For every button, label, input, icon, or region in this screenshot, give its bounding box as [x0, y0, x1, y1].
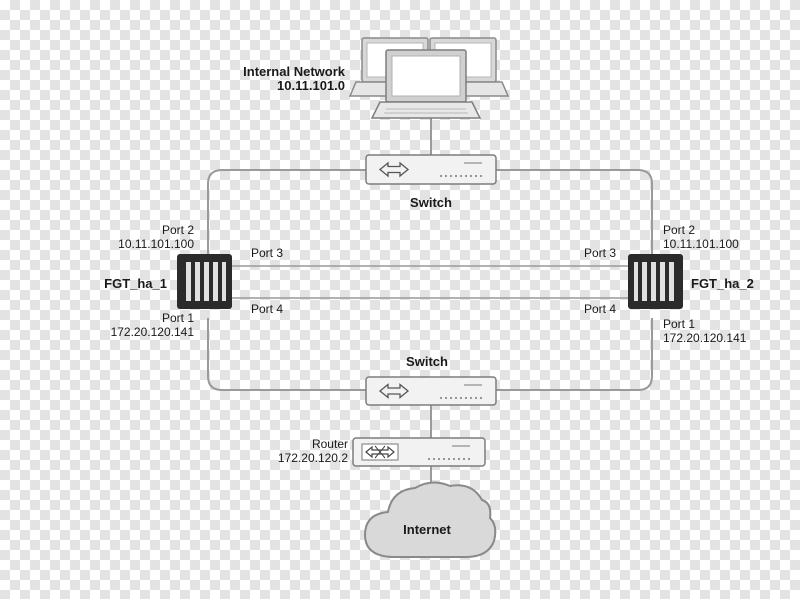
fgt1-port2-block: Port 2 10.11.101.100 — [118, 223, 194, 251]
internal-network-name: Internal Network — [243, 64, 345, 79]
link-switch-top-fgt1 — [207, 169, 366, 254]
switch-icon — [365, 376, 497, 406]
fgt1-port2-ip: 10.11.101.100 — [118, 237, 194, 251]
internal-network-label: Internal Network 10.11.101.0 — [243, 65, 345, 93]
link-fgt1-switch-bottom — [207, 318, 366, 391]
fgt1-port1-block: Port 1 172.20.120.141 — [111, 311, 194, 339]
fgt1-port3-label: Port 3 — [251, 246, 284, 260]
fgt2-port4-label: Port 4 — [583, 302, 616, 316]
fgt2-port2-label: Port 2 — [663, 223, 696, 237]
fgt1-port2-label: Port 2 — [161, 223, 194, 237]
connection-lines — [207, 118, 653, 484]
internal-network-subnet: 10.11.101.0 — [277, 78, 345, 93]
fgt2-port3-label: Port 3 — [583, 246, 616, 260]
router-label: Router — [311, 437, 348, 451]
link-fgt2-switch-bottom — [496, 318, 653, 391]
cloud-icon — [363, 481, 497, 558]
fgt2-port1-ip: 172.20.120.141 — [663, 331, 747, 345]
internet-label: Internet — [403, 522, 451, 537]
fortigate-icon — [628, 254, 683, 309]
switch-top-label: Switch — [410, 195, 452, 210]
fortigate-icon — [177, 254, 232, 309]
fgt1-port4-label: Port 4 — [251, 302, 284, 316]
fgt1-port1-label: Port 1 — [161, 311, 194, 325]
switch-bottom-label: Switch — [406, 354, 448, 369]
fgt2-port2-ip: 10.11.101.100 — [663, 237, 739, 251]
fgt2-name: FGT_ha_2 — [691, 276, 754, 291]
fgt2-port2-block: Port 2 10.11.101.100 — [663, 223, 739, 251]
laptop-icon — [348, 37, 510, 119]
switch-icon — [365, 154, 497, 185]
router-icon — [352, 437, 486, 467]
router-ip: 172.20.120.2 — [277, 451, 348, 465]
fgt1-port1-ip: 172.20.120.141 — [110, 325, 194, 339]
fgt2-port1-block: Port 1 172.20.120.141 — [663, 317, 746, 345]
fgt1-name: FGT_ha_1 — [104, 276, 167, 291]
fgt2-port1-label: Port 1 — [663, 317, 696, 331]
link-switch-top-fgt2 — [496, 169, 653, 254]
router-block: Router 172.20.120.2 — [278, 437, 348, 465]
